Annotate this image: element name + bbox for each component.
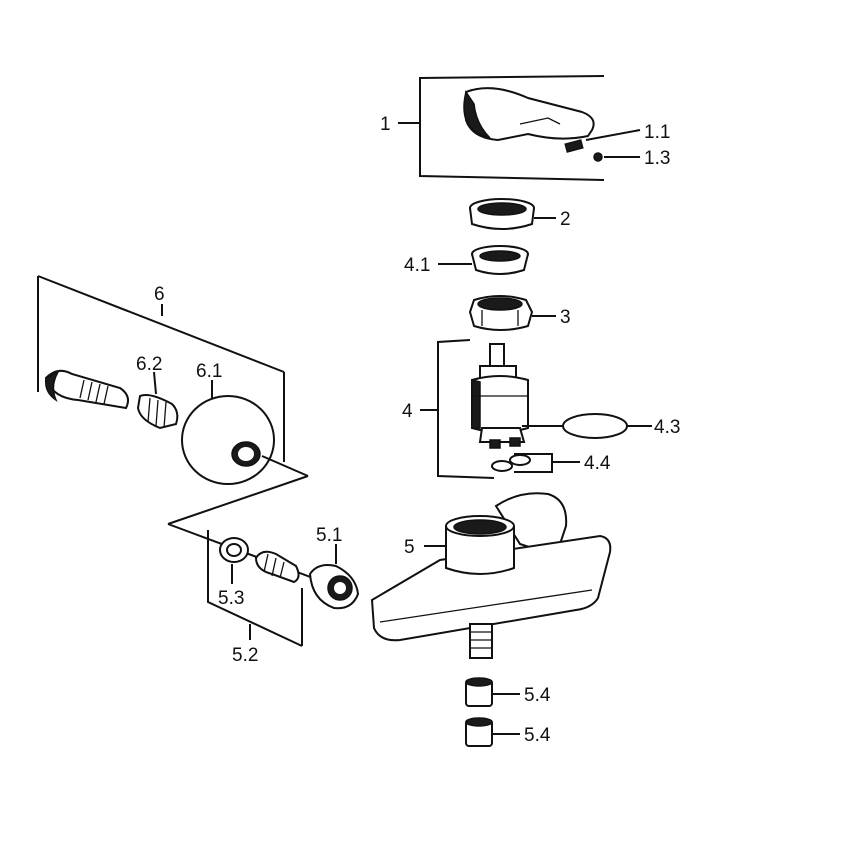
nipple-5-2 [254, 550, 300, 584]
group-4-cartridge [420, 339, 652, 479]
outlet-thread [469, 623, 493, 659]
part-5-4-insert-a [465, 677, 520, 707]
wall-flange [494, 492, 568, 558]
label-5: 5 [404, 537, 415, 558]
label-5-3: 5.3 [218, 588, 244, 609]
lever-handle-shadow [463, 90, 491, 139]
group-5-2 [207, 530, 360, 647]
screw-1-1 [564, 139, 584, 153]
part-2-cover-ring [469, 198, 556, 230]
seal-4-4-a [491, 460, 513, 472]
seal-4-4-b [509, 454, 531, 466]
bracket-1 [419, 75, 605, 181]
label-1-3: 1.3 [644, 148, 670, 169]
label-4-3: 4.3 [654, 417, 680, 438]
label-6: 6 [154, 284, 165, 305]
label-4: 4 [402, 401, 413, 422]
leader-1-1 [585, 129, 641, 141]
leader-6-2 [153, 371, 157, 395]
part-5-4-insert-b [465, 717, 520, 747]
label-4-4: 4.4 [584, 453, 611, 474]
label-5-1: 5.1 [316, 525, 342, 546]
part-4-1-sleeve [438, 245, 529, 275]
rosette-6-1 [181, 395, 275, 485]
label-1: 1 [380, 114, 391, 135]
group-6-connector [37, 275, 341, 589]
callout-labels: 1 1.1 1.3 2 4.1 3 4 4.3 4.4 5 5.1 5.2 5.… [136, 114, 680, 746]
label-2: 2 [560, 209, 571, 230]
part-5-mixer-body [370, 492, 612, 659]
label-5-4-a: 5.4 [524, 685, 551, 706]
cartridge-stem [489, 343, 505, 367]
part-3-nut [468, 295, 556, 331]
bracket-5-2 [207, 530, 303, 647]
label-4-1: 4.1 [404, 255, 430, 276]
label-1-1: 1.1 [644, 122, 670, 143]
eccentric-pipe [44, 369, 129, 410]
label-5-4-b: 5.4 [524, 725, 551, 746]
cap-1-3 [593, 152, 603, 162]
o-ring-4-3 [562, 413, 628, 439]
lever-handle [465, 87, 595, 142]
label-6-2: 6.2 [136, 354, 162, 375]
label-3: 3 [560, 307, 571, 328]
label-5-2: 5.2 [232, 645, 258, 666]
bracket-6-top [37, 275, 285, 373]
group-1-handle [398, 75, 641, 181]
label-6-1: 6.1 [196, 361, 222, 382]
body-socket [445, 526, 515, 575]
